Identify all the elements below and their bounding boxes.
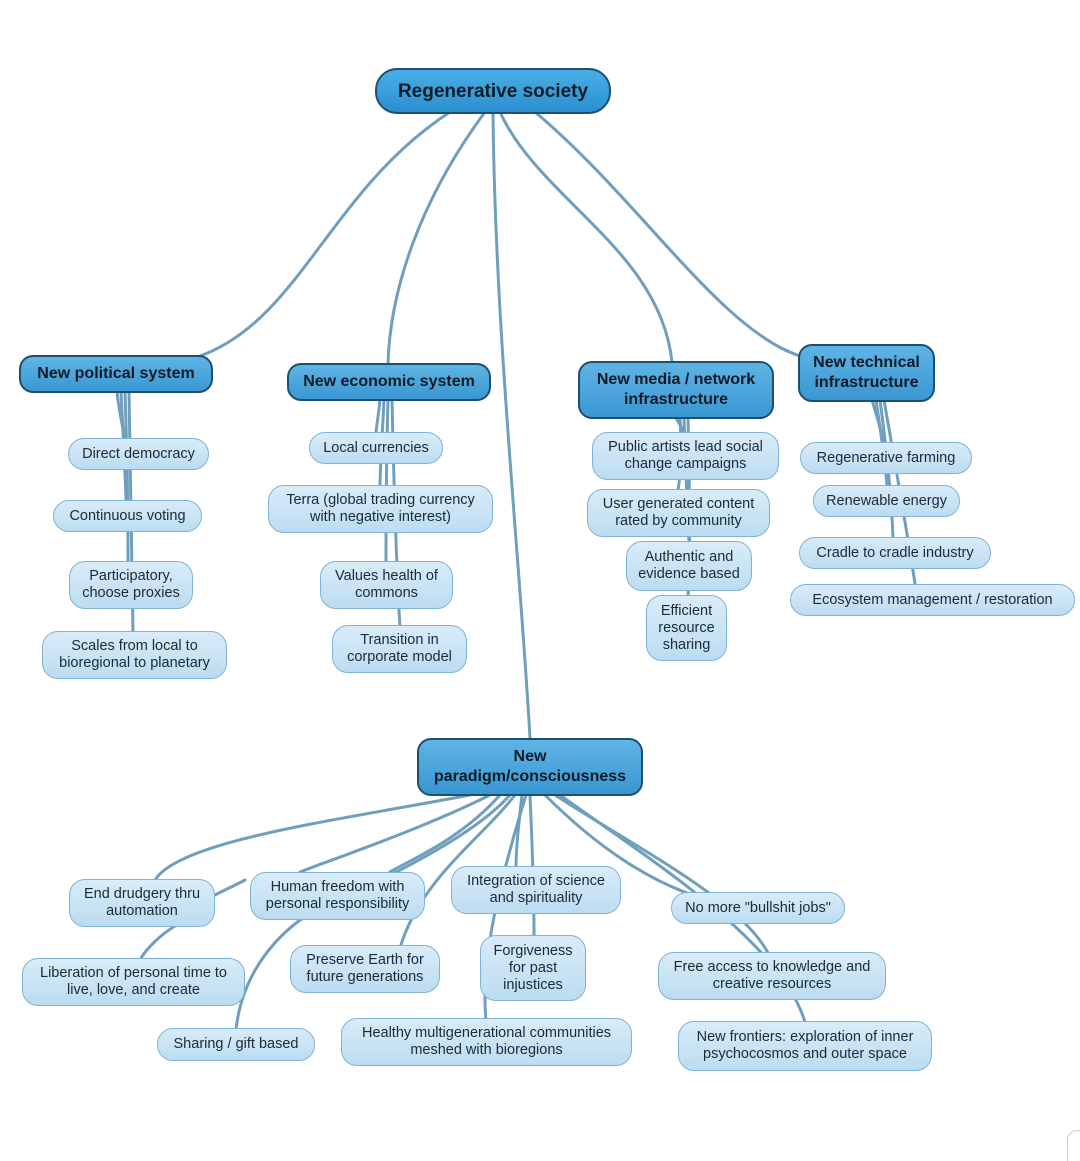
node-continuous-voting: Continuous voting [53, 500, 202, 532]
node-new-frontiers: New frontiers: exploration of inner psyc… [678, 1021, 932, 1071]
node-healthy-communities: Healthy multigenerational communities me… [341, 1018, 632, 1066]
node-renewable-energy: Renewable energy [813, 485, 960, 517]
edge-root-political [198, 110, 452, 358]
node-free-access-knowledge: Free access to knowledge and creative re… [658, 952, 886, 1000]
node-regenerative-farming: Regenerative farming [800, 442, 972, 474]
node-no-more-bullshit-jobs: No more "bullshit jobs" [671, 892, 845, 924]
node-preserve-earth: Preserve Earth for future generations [290, 945, 440, 993]
node-terra-currency: Terra (global trading currency with nega… [268, 485, 493, 533]
edge-root-economic [386, 110, 487, 366]
node-values-health-of-commons: Values health of commons [320, 561, 453, 609]
node-local-currencies: Local currencies [309, 432, 443, 464]
edge-root-paradigm [491, 110, 532, 740]
edge-root-media [498, 110, 674, 364]
node-new-technical-infrastructure: New technical infrastructure [798, 344, 935, 402]
node-authentic-evidence-based: Authentic and evidence based [626, 541, 752, 591]
node-new-economic-system: New economic system [287, 363, 491, 401]
scroll-corner-indicator [1067, 1130, 1080, 1161]
node-human-freedom: Human freedom with personal responsibili… [250, 872, 425, 920]
node-participatory-choose-proxies: Participatory, choose proxies [69, 561, 193, 609]
node-ecosystem-management: Ecosystem management / restoration [790, 584, 1075, 616]
node-forgiveness: Forgiveness for past injustices [480, 935, 586, 1001]
node-scales-local-to-planetary: Scales from local to bioregional to plan… [42, 631, 227, 679]
node-transition-corporate-model: Transition in corporate model [332, 625, 467, 673]
node-integration-science-spirituality: Integration of science and spirituality [451, 866, 621, 914]
node-new-paradigm-consciousness: New paradigm/consciousness [417, 738, 643, 796]
node-direct-democracy: Direct democracy [68, 438, 209, 470]
root-node: Regenerative society [375, 68, 611, 114]
node-end-drudgery: End drudgery thru automation [69, 879, 215, 927]
node-cradle-to-cradle-industry: Cradle to cradle industry [799, 537, 991, 569]
node-sharing-gift-based: Sharing / gift based [157, 1028, 315, 1061]
node-new-political-system: New political system [19, 355, 213, 393]
node-efficient-resource-sharing: Efficient resource sharing [646, 595, 727, 661]
node-user-generated-content: User generated content rated by communit… [587, 489, 770, 537]
node-public-artists-campaigns: Public artists lead social change campai… [592, 432, 779, 480]
edge-root-technical [533, 110, 802, 358]
node-new-media-network-infrastructure: New media / network infrastructure [578, 361, 774, 419]
node-liberation-personal-time: Liberation of personal time to live, lov… [22, 958, 245, 1006]
